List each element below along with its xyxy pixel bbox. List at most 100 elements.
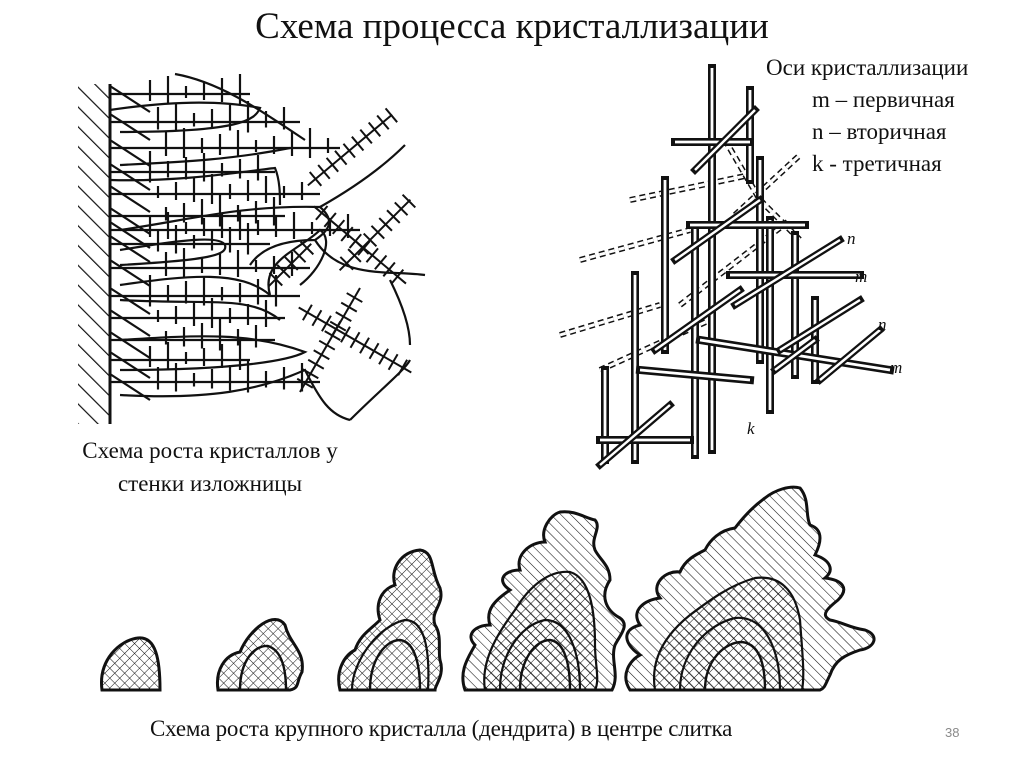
equiaxed-branch xyxy=(318,339,336,351)
equiaxed-branch xyxy=(359,337,370,354)
axis-label-k: k xyxy=(747,419,755,438)
chill-crystal xyxy=(109,163,151,191)
chill-crystal xyxy=(109,309,151,337)
axis-label-n-2: n xyxy=(878,315,887,334)
equiaxed-branch xyxy=(317,164,331,180)
equiaxed-branch xyxy=(387,353,399,371)
equiaxed-axis xyxy=(338,198,412,272)
n-axis-highlight xyxy=(734,238,841,307)
slide-title: Схема процесса кристаллизации xyxy=(255,6,769,47)
tertiary-axis-highlight xyxy=(733,153,802,217)
equiaxed-branch xyxy=(370,225,385,240)
chill-crystal xyxy=(109,185,151,213)
equiaxed-branch xyxy=(335,311,352,322)
legend-item-secondary: n – вторичная xyxy=(812,119,947,144)
n-axis-highlight xyxy=(774,339,816,371)
n-axis-highlight xyxy=(694,109,756,171)
equiaxed-crystals xyxy=(268,107,417,393)
equiaxed-branch xyxy=(299,240,315,256)
dendrite-stage-3 xyxy=(337,548,443,692)
equiaxed-branch xyxy=(330,320,342,338)
equiaxed-branch xyxy=(394,201,409,216)
equiaxed-branch xyxy=(384,107,398,123)
equiaxed-branch xyxy=(347,248,362,263)
dendrite-growth-caption: Схема роста крупного кристалла (дендрита… xyxy=(150,716,733,741)
dendrite-stage-5 xyxy=(624,485,876,692)
equiaxed-branch xyxy=(321,315,332,332)
n-axis-highlight xyxy=(819,329,881,381)
equiaxed-branch xyxy=(334,150,348,166)
dendrite-stage-4 xyxy=(461,510,626,692)
primary-secondary-axes xyxy=(595,64,895,470)
equiaxed-branch xyxy=(268,272,283,287)
equiaxed-axis xyxy=(299,287,361,393)
equiaxed-branch xyxy=(374,254,388,270)
wall-growth-figure xyxy=(78,72,426,424)
mold-wall xyxy=(78,84,112,424)
chill-crystal xyxy=(109,85,151,113)
equiaxed-branch xyxy=(368,342,380,360)
equiaxed-branch xyxy=(378,217,393,232)
dendrite-growth-figure xyxy=(100,485,876,692)
equiaxed-branch xyxy=(340,301,358,313)
equiaxed-branch xyxy=(302,304,313,321)
chill-crystal xyxy=(109,351,151,379)
dendrite-stage-2 xyxy=(215,618,304,692)
chill-crystal xyxy=(109,331,151,359)
equiaxed-branch xyxy=(342,143,356,159)
equiaxed-branch xyxy=(308,171,323,187)
n-axis-highlight xyxy=(674,198,761,262)
dendrite-stage-1 xyxy=(100,636,162,692)
equiaxed-branch xyxy=(325,157,339,173)
equiaxed-branch xyxy=(367,121,382,137)
equiaxed-branch xyxy=(355,240,370,255)
equiaxed-branch xyxy=(359,128,373,145)
wall-growth-caption-line1: Схема роста кристаллов у xyxy=(82,438,338,463)
equiaxed-branch xyxy=(284,256,299,271)
equiaxed-branch xyxy=(340,326,351,343)
equiaxed-branch xyxy=(296,377,314,389)
equiaxed-branch xyxy=(276,264,291,279)
equiaxed-branch xyxy=(339,256,354,271)
axes-lattice-figure: n m n m k xyxy=(559,64,902,470)
equiaxed-branch xyxy=(346,292,363,303)
n-axis-highlight xyxy=(779,298,861,352)
m-axis-highlight xyxy=(639,368,751,382)
chill-crystal xyxy=(109,139,151,167)
equiaxed-branch xyxy=(382,261,396,277)
tertiary-axis-highlight xyxy=(723,139,762,201)
equiaxed-branch xyxy=(302,368,319,380)
tertiary-axis-highlight xyxy=(559,303,661,337)
equiaxed-branch xyxy=(323,212,337,228)
equiaxed-branch xyxy=(376,114,390,130)
n-axis-highlight xyxy=(599,404,671,466)
equiaxed-branch xyxy=(340,226,354,242)
legend-item-primary: m – первичная xyxy=(812,87,955,112)
chill-crystal xyxy=(109,113,151,141)
tertiary-axis-highlight xyxy=(629,173,751,202)
equiaxed-branch xyxy=(351,136,365,152)
equiaxed-branch xyxy=(349,331,361,349)
equiaxed-branch xyxy=(401,193,417,209)
tertiary-axis-highlight xyxy=(579,228,691,262)
axis-label-n: n xyxy=(847,229,856,248)
n-axis-highlight xyxy=(654,288,741,352)
equiaxed-branch xyxy=(390,268,405,285)
equiaxed-branch xyxy=(292,248,307,263)
axis-label-m: m xyxy=(855,267,867,286)
equiaxed-branch xyxy=(315,205,329,221)
slide-number: 38 xyxy=(945,725,960,740)
crystallization-axes-legend: Оси кристаллизации m – первичная n – вто… xyxy=(766,52,968,180)
wall-growth-caption: Схема роста кристаллов у стенки изложниц… xyxy=(40,434,380,500)
equiaxed-branch xyxy=(348,233,362,249)
tertiary-axis xyxy=(579,227,691,263)
wall-growth-caption-line2: стенки изложницы xyxy=(117,471,303,496)
equiaxed-branch xyxy=(313,349,330,361)
equiaxed-branch xyxy=(397,359,408,376)
equiaxed-branch xyxy=(365,247,379,263)
legend-heading: Оси кристаллизации xyxy=(766,55,969,80)
equiaxed-branch xyxy=(311,309,323,327)
legend-item-tertiary: k - третичная xyxy=(812,151,942,176)
equiaxed-branch xyxy=(362,232,378,248)
equiaxed-branch xyxy=(307,358,325,370)
